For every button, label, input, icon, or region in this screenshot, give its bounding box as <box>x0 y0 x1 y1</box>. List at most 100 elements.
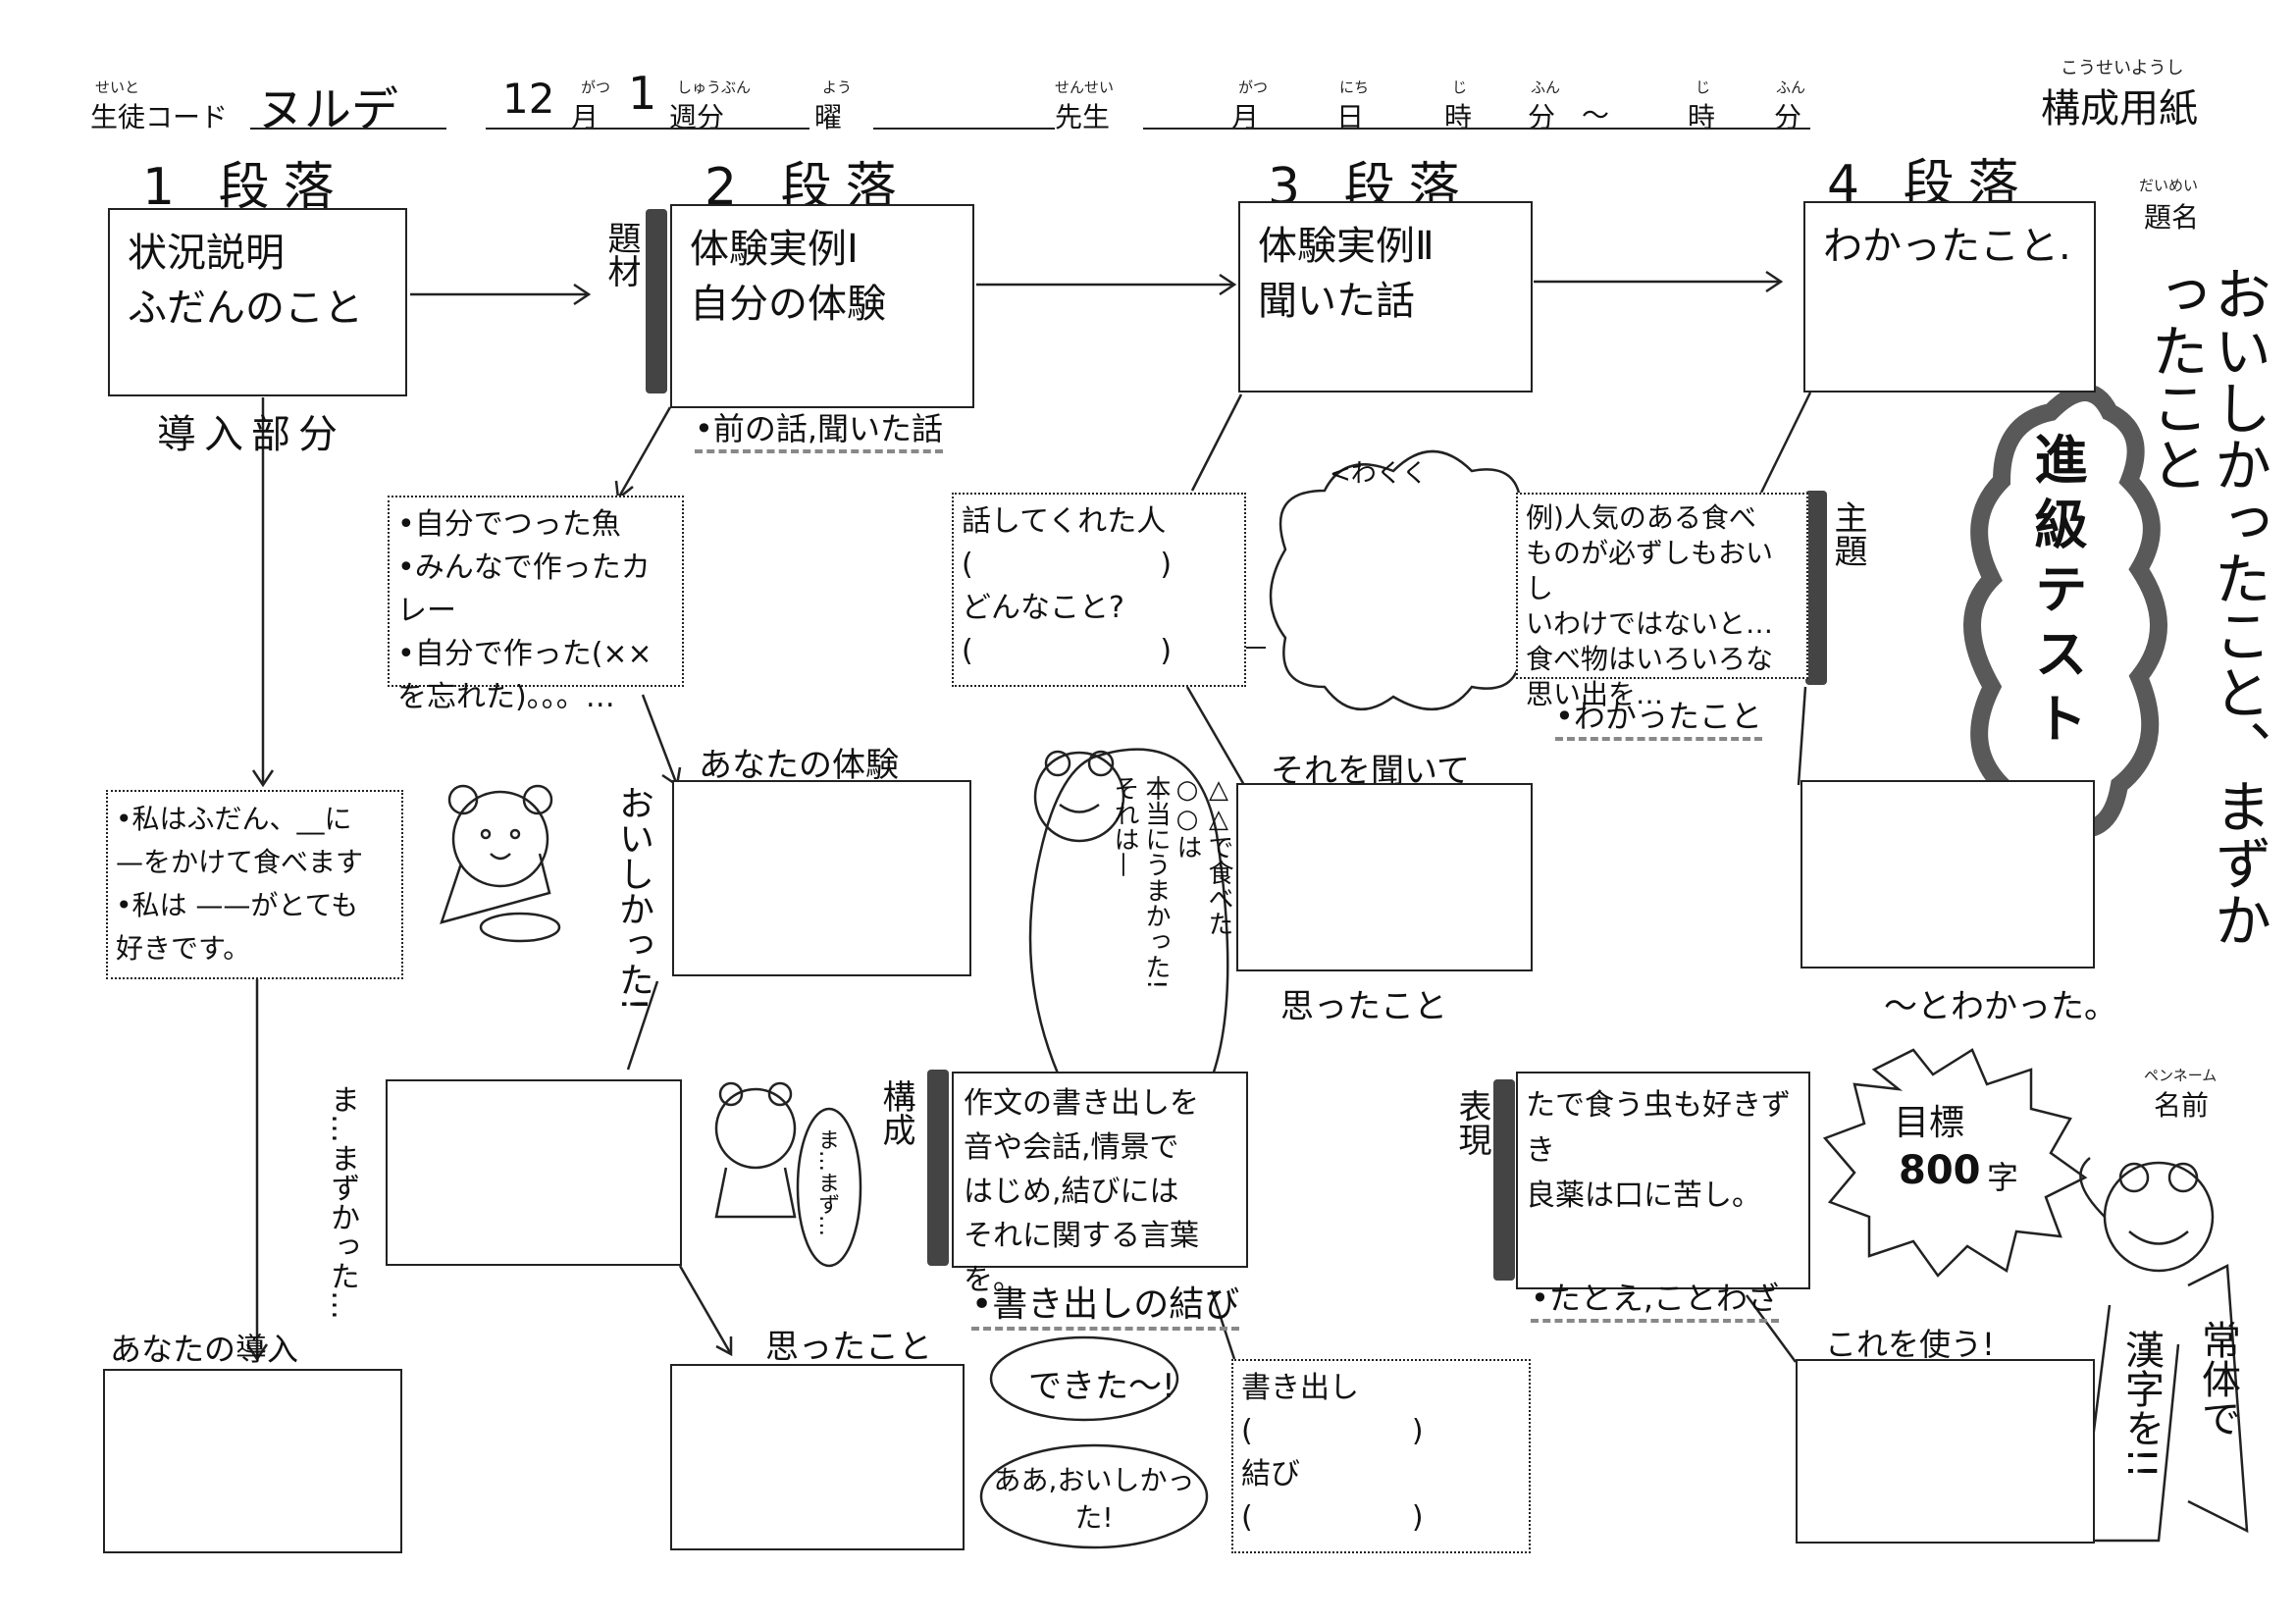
box-experience-1-line1: 体験実例Ⅰ <box>690 227 859 272</box>
opening-closing-note: •書き出しの結び <box>971 1276 1240 1331</box>
structure-box[interactable]: 作文の書き出しを 音や会話,情景で はじめ,結びには それに関する言葉を。 <box>952 1072 1248 1297</box>
understood-end-label: ～とわかった。 <box>1884 987 2117 1026</box>
thought-label-1: 思ったこと <box>1280 987 1447 1026</box>
ma-mazukatta-text: ま…まずかった… <box>325 1084 359 1320</box>
example-theme-box[interactable]: 例)人気のある食べ ものが必ずしもおいし いわけではないと… 食べ物はいろいろな… <box>1516 493 1808 710</box>
box-situation-line2: ふだんのこと <box>128 286 363 331</box>
your-intro-label: あなたの導入 <box>110 1331 299 1368</box>
ma-bubble-text: ま…まず… <box>814 1128 839 1236</box>
weekday-ruby: よう <box>822 79 853 96</box>
goal-label: 目標 <box>1894 1103 1965 1143</box>
theme-tab-bar <box>1805 491 1827 685</box>
goal-count: 800 <box>1899 1148 1981 1193</box>
expression-tab-label: 表現 <box>1452 1089 1491 1156</box>
analogy-note: •たとえ,ことわざ <box>1531 1274 1780 1323</box>
closing-paren: ( ) <box>1241 1500 1424 1535</box>
frog-speech-l3: 本当にうまかった! <box>1141 775 1171 990</box>
time-tilde: ～ <box>1582 99 1610 131</box>
understood-box-2[interactable] <box>1800 780 2095 969</box>
experience-list-item-1: •自分でつった魚 <box>397 507 621 542</box>
reminder-kanji: 漢字を!! <box>2118 1330 2164 1480</box>
box-situation[interactable]: 状況説明 ふだんのこと <box>108 208 407 396</box>
experience-list-item-3b: を忘れた)。。。… <box>397 680 615 714</box>
example-line-5: 思い出を… <box>1526 678 1664 710</box>
name-label: 名前 <box>2154 1089 2210 1122</box>
box-experience-2-line2: 聞いた話 <box>1258 279 1415 324</box>
title-value[interactable]: おいしかったこと、まずかったこと <box>2142 265 2271 948</box>
understood-note: •わかったこと <box>1555 692 1762 741</box>
use-this-label: これを使う! <box>1825 1326 1995 1363</box>
student-code-label: 生徒コード <box>90 101 229 133</box>
box-situation-line1: 状況説明 <box>128 231 285 276</box>
topic-tab-bar <box>646 209 667 393</box>
expression-line-2: 良薬は口に苦し。 <box>1526 1178 1761 1213</box>
expression-box[interactable]: たで食う虫も好きずき 良薬は口に苦し。 <box>1516 1072 1810 1289</box>
date-month-ruby: がつ <box>1238 79 1269 96</box>
structure-line-1: 作文の書き出しを <box>964 1086 1199 1121</box>
structure-line-3: はじめ,結びには <box>964 1175 1179 1209</box>
dekita-bubble-text: できた～! <box>1028 1367 1175 1406</box>
your-intro-box[interactable] <box>103 1369 402 1553</box>
opening-closing-box[interactable]: 書き出し ( ) 結び ( ) <box>1231 1359 1531 1553</box>
bad-experience-box[interactable] <box>386 1079 682 1266</box>
time1-hour-ruby: じ <box>1452 79 1468 96</box>
intro-example-box[interactable]: •私はふだん、__に —をかけて食べます •私は ——がとても 好きです。 <box>106 790 403 979</box>
your-experience-label: あなたの体験 <box>699 746 899 785</box>
structure-tab-bar <box>927 1070 949 1266</box>
experience-list-box[interactable]: •自分でつった魚 •みんなで作ったカレー •自分で作った(×× を忘れた)。。。… <box>388 496 684 714</box>
example-line-3: いわけではないと… <box>1526 607 1774 640</box>
time1-min-label: 分 <box>1528 101 1556 133</box>
weekday-label: 曜 <box>814 101 843 133</box>
told-story-box[interactable]: 話してくれた人 ( ) どんなこと? ( ) <box>952 493 1246 687</box>
box-experience-2[interactable]: 体験実例Ⅱ 聞いた話 <box>1238 201 1533 393</box>
prev-story-note: •前の話,聞いた話 <box>695 404 944 453</box>
reminder-plain-style: 常体で <box>2195 1320 2240 1438</box>
experience-list-item-2: •みんなで作ったカレー <box>397 550 651 628</box>
wakuwaku-note: <わくく <box>1330 459 1428 489</box>
box-understood-line1: わかったこと. <box>1823 224 2071 269</box>
intro-line-4: 好きです。 <box>116 932 251 965</box>
told-by-paren: ( ) <box>962 548 1173 582</box>
theme-tab-label: 主題 <box>1828 500 1867 567</box>
month-value[interactable]: 12 <box>502 75 555 123</box>
use-this-box[interactable] <box>1796 1359 2095 1544</box>
date-month-label: 月 <box>1231 101 1260 133</box>
told-by-label: 話してくれた人 <box>962 504 1167 539</box>
goal-unit: 字 <box>1987 1159 2019 1196</box>
intro-line-2: —をかけて食べます <box>116 846 364 878</box>
expression-line-1: たで食う虫も好きずき <box>1526 1088 1791 1168</box>
box-understood[interactable]: わかったこと. <box>1803 201 2096 393</box>
structure-line-2: 音や会話,情景で <box>964 1130 1179 1165</box>
aa-bubble-l2: た! <box>1074 1501 1114 1534</box>
date-day-ruby: にち <box>1339 79 1370 96</box>
time1-min-ruby: ふん <box>1531 79 1561 96</box>
frog-speech-l1: △△で食べた <box>1204 775 1233 936</box>
student-code-underline <box>250 128 446 130</box>
sheet-title-ruby: こうせいようし <box>2061 58 2184 79</box>
what-kind-paren: ( ) <box>962 634 1173 668</box>
teacher-label: 先生 <box>1055 101 1111 133</box>
time1-hour-label: 時 <box>1444 101 1473 133</box>
frog-speech-l4: それは— <box>1110 775 1139 877</box>
topic-tab-label: 題材 <box>601 221 641 288</box>
time-underline <box>1143 128 1810 130</box>
date-day-label: 日 <box>1336 101 1365 133</box>
week-ruby: しゅうぶん <box>677 79 752 96</box>
sheet-title: 構成用紙 <box>2041 86 2198 131</box>
frog-speech-l2: ○○は <box>1173 775 1202 860</box>
thought-box[interactable] <box>670 1364 965 1550</box>
closing-label: 結び <box>1241 1457 1300 1492</box>
what-kind-label: どんなこと? <box>962 591 1124 625</box>
week-value[interactable]: 1 <box>628 67 657 120</box>
time2-min-ruby: ふん <box>1776 79 1806 96</box>
intro-line-1: •私はふだん、__に <box>116 803 352 835</box>
box-experience-1[interactable]: 体験実例Ⅰ 自分の体験 <box>670 204 974 408</box>
time2-hour-label: 時 <box>1688 101 1716 133</box>
teacher-underline <box>873 128 1055 130</box>
after-hearing-box[interactable] <box>1236 783 1533 971</box>
paragraph-1-label: 1 段落 <box>142 158 348 217</box>
example-line-1: 例)人気のある食べ <box>1526 501 1756 534</box>
example-line-4: 食べ物はいろいろな <box>1526 643 1774 675</box>
your-experience-box[interactable] <box>672 780 971 976</box>
